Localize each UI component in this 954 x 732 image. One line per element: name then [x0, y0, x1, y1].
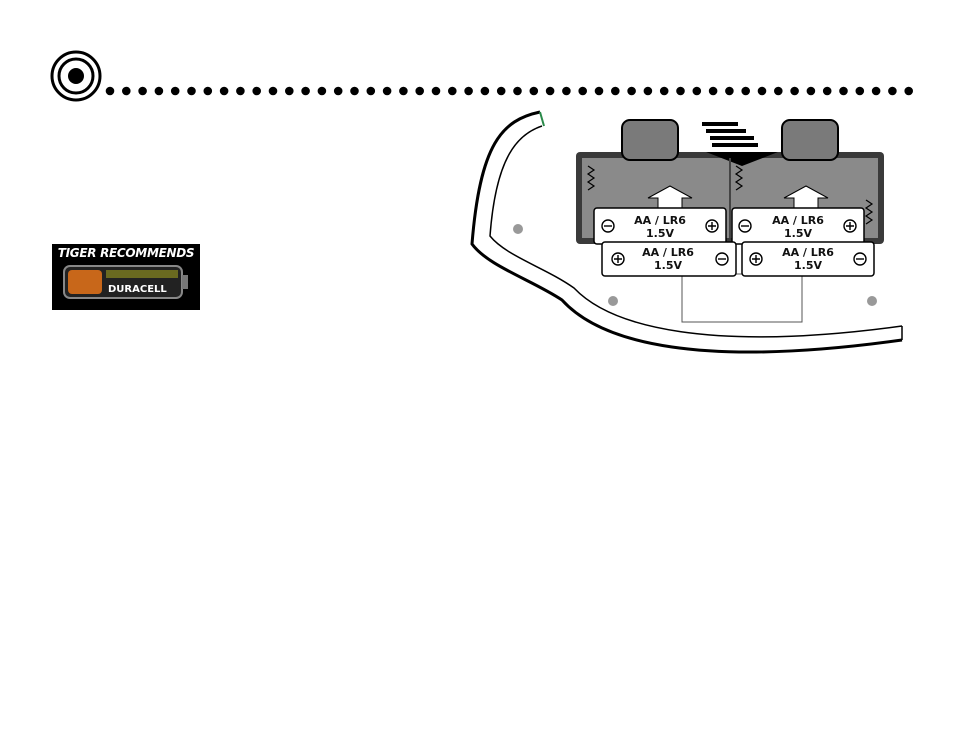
rule-dot: [627, 86, 636, 96]
logo-brand: DURACELL: [108, 284, 167, 295]
rule-dot: [725, 86, 734, 96]
rule-dot: [562, 86, 571, 96]
minus-terminal-icon: [853, 252, 867, 266]
rule-dot: [839, 86, 848, 96]
rule-dot: [578, 86, 587, 96]
rule-dot: [659, 86, 669, 96]
plus-terminal-icon: [705, 219, 719, 233]
plus-terminal-icon: [749, 252, 763, 266]
tiger-recommends-logo: TIGER RECOMMENDS DURACELL: [52, 244, 200, 310]
rule-dot: [496, 86, 506, 96]
rule-dot: [138, 86, 147, 96]
rule-dot: [708, 86, 718, 96]
battery-type-label: AA / LR6: [634, 214, 686, 227]
rule-dot: [774, 86, 783, 96]
rule-dot: [464, 86, 473, 96]
battery-voltage-label: 1.5V: [654, 259, 682, 272]
rule-dot: [252, 86, 261, 96]
spring-icon: [734, 165, 744, 191]
slide-arrow-icon: [702, 122, 778, 166]
battery-type-label: AA / LR6: [782, 246, 834, 259]
rule-dot: [676, 86, 685, 96]
rule-dot: [203, 86, 213, 96]
rule-dot: [855, 86, 865, 96]
rule-dot: [692, 86, 702, 96]
rule-dot: [382, 86, 392, 96]
battery-2: AA / LR6 1.5V: [731, 207, 865, 245]
battery-voltage-label: 1.5V: [794, 259, 822, 272]
rule-dot: [741, 86, 750, 96]
dotted-rule: [105, 86, 913, 96]
rule-dot: [757, 86, 767, 96]
rule-dot: [154, 86, 164, 96]
battery-1: AA / LR6 1.5V: [593, 207, 727, 245]
rule-dot: [333, 86, 343, 96]
rule-dot: [611, 86, 620, 96]
rule-dot: [806, 86, 816, 96]
rule-dot: [122, 86, 131, 96]
rule-dot: [105, 86, 115, 96]
screw-hole-icon: [867, 296, 877, 306]
battery-type-label: AA / LR6: [642, 246, 694, 259]
rule-dot: [170, 86, 180, 96]
rule-dot: [219, 86, 229, 96]
battery-type-label: AA / LR6: [772, 214, 824, 227]
rule-dot: [268, 86, 278, 96]
battery-4: AA / LR6 1.5V: [741, 241, 875, 277]
rule-dot: [888, 86, 897, 96]
duracell-battery-icon: DURACELL: [63, 265, 188, 299]
rule-dot: [301, 86, 310, 96]
logo-heading: TIGER RECOMMENDS: [57, 246, 195, 260]
rule-dot: [871, 86, 881, 96]
rule-dot: [545, 86, 555, 96]
minus-terminal-icon: [738, 219, 752, 233]
rule-dot: [236, 86, 245, 96]
battery-3: AA / LR6 1.5V: [601, 241, 737, 277]
rule-dot: [790, 86, 799, 96]
target-bullet-icon: [50, 50, 102, 102]
plus-terminal-icon: [843, 219, 857, 233]
rule-dot: [643, 86, 653, 96]
rule-dot: [399, 86, 408, 96]
rule-dot: [415, 86, 425, 96]
rule-dot: [480, 86, 490, 96]
rule-dot: [529, 86, 539, 96]
rule-dot: [366, 86, 376, 96]
rule-dot: [904, 86, 913, 96]
rule-dot: [513, 86, 522, 96]
rule-dot: [350, 86, 359, 96]
plus-terminal-icon: [611, 252, 625, 266]
minus-terminal-icon: [715, 252, 729, 266]
spring-icon: [864, 199, 874, 225]
battery-voltage-label: 1.5V: [646, 227, 674, 240]
rule-dot: [285, 86, 294, 96]
minus-terminal-icon: [601, 219, 615, 233]
rule-dot: [448, 86, 457, 96]
spring-icon: [586, 165, 596, 191]
rule-dot: [431, 86, 441, 96]
battery-voltage-label: 1.5V: [784, 227, 812, 240]
screw-hole-icon: [608, 296, 618, 306]
screw-hole-icon: [513, 224, 523, 234]
battery-compartment-diagram: AA / LR6 1.5V AA / LR6 1.5V AA / LR6 1.5…: [470, 110, 903, 354]
rule-dot: [187, 86, 196, 96]
rule-dot: [317, 86, 327, 96]
rule-dot: [822, 86, 832, 96]
rule-dot: [594, 86, 604, 96]
